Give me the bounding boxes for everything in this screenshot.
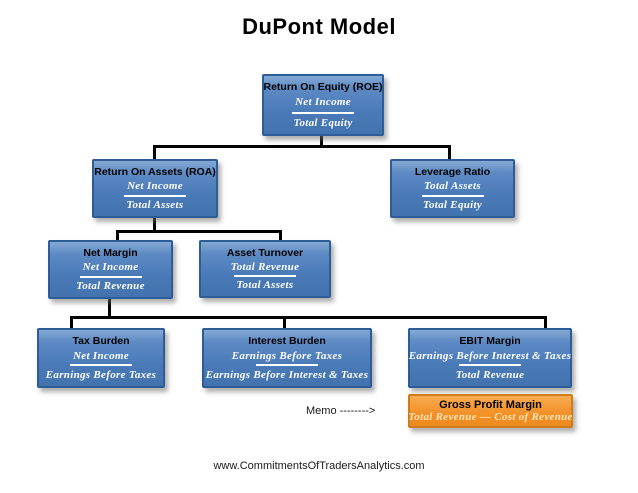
fraction-numerator: Total Revenue bbox=[230, 261, 300, 273]
connector-line bbox=[108, 298, 111, 319]
connector-line bbox=[70, 316, 73, 330]
fraction-denominator: Total Revenue bbox=[455, 368, 525, 381]
box-return-on-assets: Return On Assets (ROA) Net Income Total … bbox=[92, 159, 218, 218]
connector-line bbox=[153, 145, 156, 161]
footer-url: www.CommitmentsOfTradersAnalytics.com bbox=[213, 460, 425, 472]
fraction-denominator: Total Revenue bbox=[76, 279, 145, 292]
fraction-numerator: Total Assets bbox=[424, 180, 481, 193]
fraction-numerator: Net Income bbox=[82, 261, 139, 274]
fraction-denominator: Total Equity bbox=[422, 198, 483, 211]
box-tax-burden: Tax Burden Net Income Earnings Before Ta… bbox=[37, 328, 165, 388]
memo-label: Memo --------> bbox=[306, 405, 376, 417]
fraction-bar bbox=[421, 194, 484, 197]
connector-line bbox=[116, 230, 282, 233]
fraction-bar bbox=[459, 364, 521, 367]
connector-line bbox=[116, 230, 119, 242]
fraction-denominator: Total Equity bbox=[293, 116, 353, 129]
fraction-denominator: Total Assets bbox=[126, 198, 184, 211]
fraction-bar bbox=[256, 364, 318, 367]
fraction-bar bbox=[79, 275, 142, 278]
formula-text: Total Revenue — Cost of Revenue bbox=[408, 411, 573, 423]
box-title: Return On Equity (ROE) bbox=[263, 81, 383, 93]
connector-line bbox=[320, 134, 323, 148]
box-net-margin: Net Margin Net Income Total Revenue bbox=[48, 240, 173, 299]
fraction-bar bbox=[124, 194, 186, 197]
fraction-bar bbox=[234, 275, 296, 277]
fraction-bar bbox=[70, 364, 132, 367]
fraction-numerator: Net Income bbox=[73, 349, 129, 362]
box-asset-turnover: Asset Turnover Total Revenue Total Asset… bbox=[199, 240, 331, 298]
box-title: Net Margin bbox=[83, 247, 138, 259]
box-title: EBIT Margin bbox=[459, 335, 521, 347]
fraction-bar bbox=[292, 111, 354, 114]
box-ebit-margin: EBIT Margin Earnings Before Interest & T… bbox=[408, 328, 572, 388]
fraction-denominator: Total Assets bbox=[236, 279, 294, 291]
box-title: Gross Profit Margin bbox=[439, 399, 542, 411]
box-interest-burden: Interest Burden Earnings Before Taxes Ea… bbox=[202, 328, 372, 388]
box-return-on-equity: Return On Equity (ROE) Net Income Total … bbox=[262, 74, 384, 136]
connector-line bbox=[544, 316, 547, 330]
connector-line bbox=[283, 316, 286, 330]
box-leverage-ratio: Leverage Ratio Total Assets Total Equity bbox=[390, 159, 515, 218]
connector-line bbox=[153, 217, 156, 233]
box-gross-profit-margin: Gross Profit Margin Total Revenue — Cost… bbox=[408, 394, 573, 428]
box-title: Interest Burden bbox=[248, 335, 326, 347]
page-title: DuPont Model bbox=[242, 14, 396, 39]
fraction-denominator: Earnings Before Taxes bbox=[45, 368, 157, 381]
fraction-numerator: Net Income bbox=[127, 180, 183, 193]
box-title: Leverage Ratio bbox=[414, 166, 491, 178]
fraction-numerator: Earnings Before Taxes bbox=[231, 349, 343, 362]
fraction-numerator: Net Income bbox=[295, 96, 351, 109]
connector-line bbox=[279, 230, 282, 242]
connector-line bbox=[448, 145, 451, 161]
connector-line bbox=[153, 145, 451, 148]
box-title: Return On Assets (ROA) bbox=[94, 166, 216, 178]
connector-line bbox=[70, 316, 547, 319]
fraction-numerator: Earnings Before Interest & Taxes bbox=[408, 349, 572, 362]
fraction-denominator: Earnings Before Interest & Taxes bbox=[205, 368, 369, 381]
box-title: Tax Burden bbox=[72, 335, 130, 347]
box-title: Asset Turnover bbox=[226, 247, 304, 259]
